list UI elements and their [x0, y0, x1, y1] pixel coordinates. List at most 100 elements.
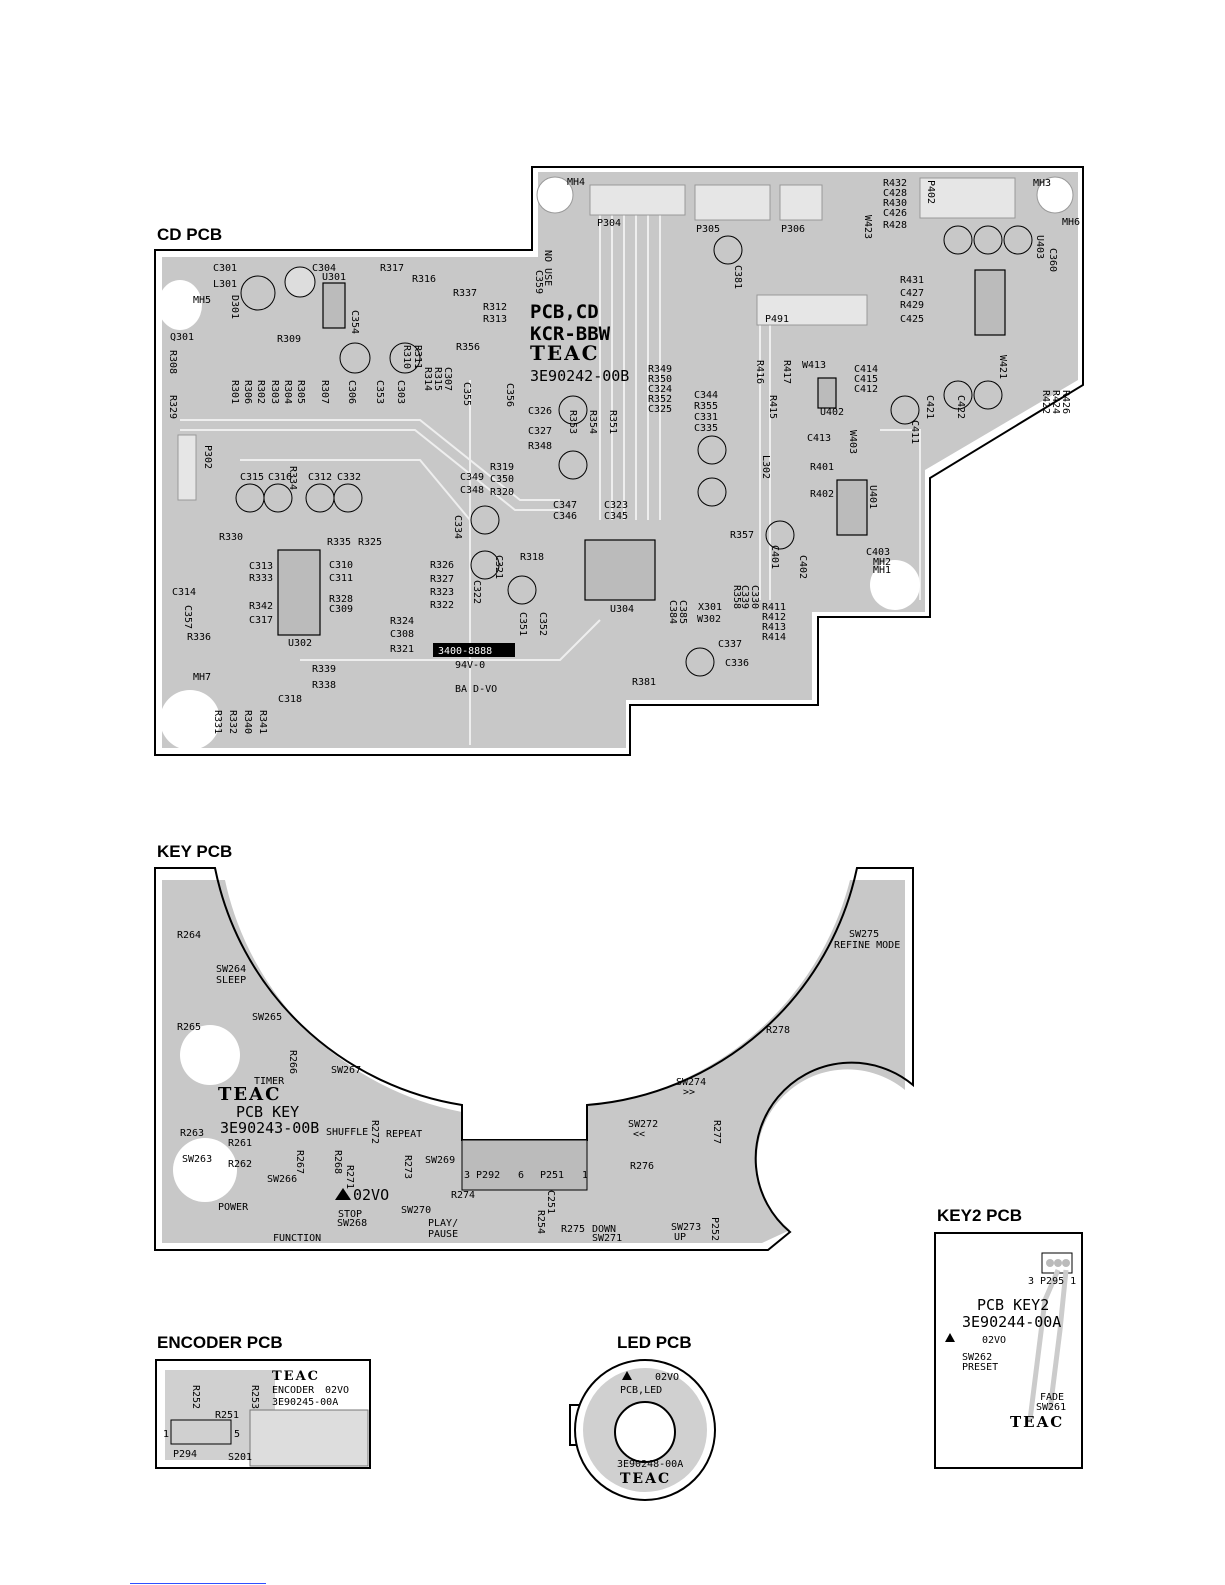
cd-pcb-name: PCB,CD	[530, 301, 599, 323]
component-label: R267	[294, 1150, 305, 1174]
footer-link-underline	[130, 1583, 266, 1584]
component-label: R272	[369, 1120, 380, 1144]
component-label: R334	[287, 466, 298, 490]
fade-label: FADE	[1040, 1392, 1064, 1403]
component-label: C339	[739, 585, 750, 609]
component-label: C401	[769, 545, 780, 569]
component-label: SW266	[267, 1174, 297, 1185]
component-label: U401	[867, 485, 878, 509]
component-label: C337	[718, 639, 742, 650]
component-label: C422	[955, 395, 966, 419]
component-label: R303	[269, 380, 280, 404]
component-label: R254	[535, 1210, 546, 1234]
component-label: SW265	[252, 1012, 282, 1023]
component-label: R313	[483, 314, 507, 325]
cd-pcb-marking: 3400-8888	[438, 646, 492, 657]
cd-pcb-ba-marking: BA D-VO	[455, 684, 497, 695]
component-label: R252	[190, 1385, 201, 1409]
component-label: C315	[240, 472, 264, 483]
component-label: SLEEP	[216, 975, 246, 986]
component-label: U403	[1034, 235, 1045, 259]
component-label: R337	[453, 288, 477, 299]
component-label: R308	[167, 350, 178, 374]
component-label: R304	[282, 380, 293, 404]
component-label: R328	[329, 594, 353, 605]
component-label: R276	[630, 1161, 654, 1172]
component-label: R329	[167, 395, 178, 419]
component-label: C345	[604, 511, 628, 522]
component-label: SW274	[676, 1077, 706, 1088]
component-label: C324	[648, 384, 672, 395]
component-label: C347	[553, 500, 577, 511]
component-label: R314	[422, 367, 433, 391]
component-label: C307	[442, 367, 453, 391]
encoder-rev: 02VO	[325, 1385, 349, 1396]
component-label: C313	[249, 561, 273, 572]
component-label: C321	[493, 555, 504, 579]
component-label: R358	[731, 585, 742, 609]
component-label: R336	[187, 632, 211, 643]
component-label: 5	[234, 1429, 240, 1440]
component-label: R273	[402, 1155, 413, 1179]
component-label: C414	[854, 364, 878, 375]
warning-triangle-icon	[622, 1371, 632, 1380]
component-label: P294	[173, 1449, 197, 1460]
component-label: R355	[694, 401, 718, 412]
component-label: C322	[471, 580, 482, 604]
component-label: C308	[390, 629, 414, 640]
component-label: C381	[732, 265, 743, 289]
component-label: C384	[667, 600, 678, 624]
component-label: C350	[490, 474, 514, 485]
component-label: P251	[540, 1170, 564, 1181]
component-label: R430	[883, 198, 907, 209]
component-label: R319	[490, 462, 514, 473]
component-label: R338	[312, 680, 336, 691]
component-label: FUNCTION	[273, 1233, 321, 1244]
component-label: SW275	[849, 929, 879, 940]
component-label: X301	[698, 602, 722, 613]
cd-pcb-title: CD PCB	[157, 225, 223, 244]
u403-chip	[974, 269, 1006, 336]
component-label: R320	[490, 487, 514, 498]
u304-chip	[584, 539, 656, 601]
component-label: R312	[483, 302, 507, 313]
component-label: SW273	[671, 1222, 701, 1233]
component-label: R302	[255, 380, 266, 404]
component-label: R277	[711, 1120, 722, 1144]
component-label: C325	[648, 404, 672, 415]
key-pcb-part-no: 3E90243-00B	[220, 1119, 319, 1137]
component-label: MH2	[873, 557, 891, 568]
component-label: P306	[781, 224, 805, 235]
component-label: PAUSE	[428, 1229, 458, 1240]
sw261-label: SW261	[1036, 1402, 1066, 1413]
sw262-label: SW262	[962, 1352, 992, 1363]
component-label: R402	[810, 489, 834, 500]
component-label: C323	[604, 500, 628, 511]
component-label: C357	[182, 605, 193, 629]
component-label: R350	[648, 374, 672, 385]
component-label: C353	[374, 380, 385, 404]
component-label: R401	[810, 462, 834, 473]
component-label: R318	[520, 552, 544, 563]
encoder-part-no: 3E90245-00A	[272, 1397, 338, 1408]
component-label: R432	[883, 178, 907, 189]
component-label: SW267	[331, 1065, 361, 1076]
component-label: C316	[268, 472, 292, 483]
key2-pcb-title: KEY2 PCB	[937, 1206, 1023, 1225]
component-label: R349	[648, 364, 672, 375]
component-label: C303	[395, 380, 406, 404]
component-label: C335	[694, 423, 718, 434]
component-label: R352	[648, 394, 672, 405]
component-label: R348	[528, 441, 552, 452]
component-label: MH6	[1062, 217, 1080, 228]
component-label: 1	[163, 1429, 169, 1440]
component-label: 6	[518, 1170, 524, 1181]
encoder-teac-logo: TEAC	[272, 1369, 320, 1384]
component-label: R333	[249, 573, 273, 584]
component-label: R413	[762, 622, 786, 633]
component-label: C309	[329, 604, 353, 615]
component-label: C425	[900, 314, 924, 325]
encoder-name: ENCODER	[272, 1385, 315, 1396]
component-label: R301	[229, 380, 240, 404]
